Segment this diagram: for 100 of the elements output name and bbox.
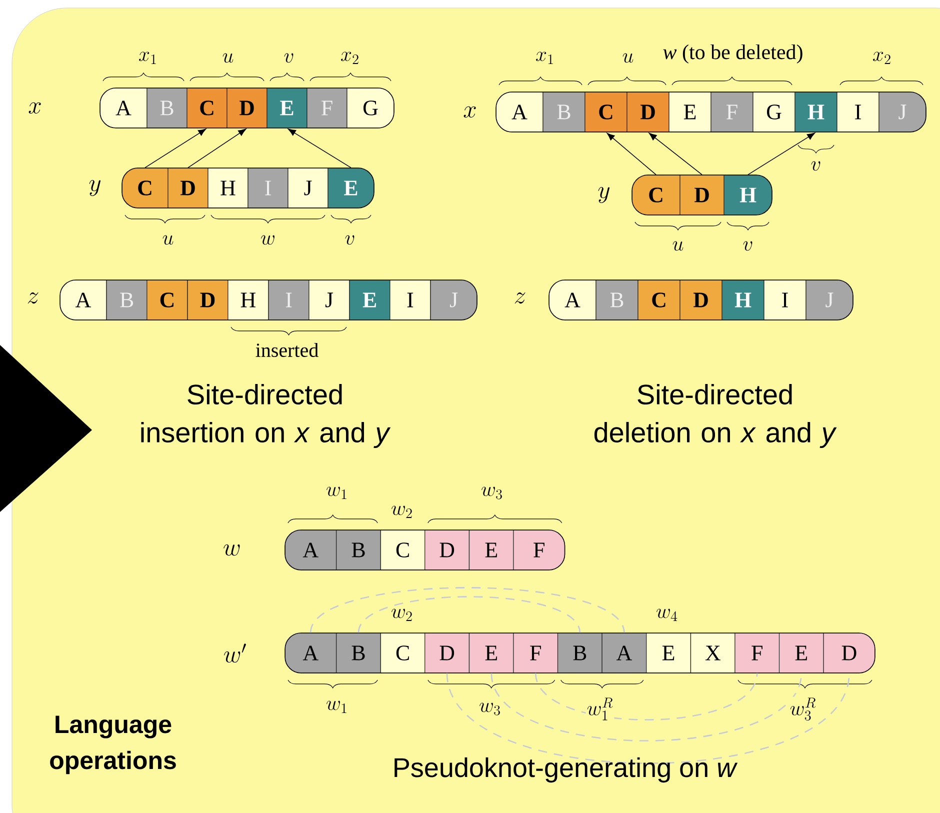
string-name: $z$ xyxy=(514,292,526,304)
brace-label: $u$ xyxy=(621,52,635,64)
letter-cell: C xyxy=(146,280,188,320)
letter-cell: F xyxy=(734,632,780,673)
dashed-arc xyxy=(490,673,802,742)
letter-cell: A xyxy=(60,280,107,320)
letter-cell: D xyxy=(187,280,228,320)
letter-cell: E xyxy=(349,280,390,320)
node-label: D xyxy=(440,646,454,660)
letter-cell: C xyxy=(186,88,228,128)
letter-cell: E xyxy=(468,632,514,673)
letter-cell: F xyxy=(513,632,558,673)
node-label: B xyxy=(573,646,586,660)
brace-label: $v$ xyxy=(742,240,754,252)
letter-cell: D xyxy=(823,632,875,673)
letter-cell: J xyxy=(430,280,477,320)
letter-cell: I xyxy=(764,280,806,320)
letter-cell: J xyxy=(806,280,853,320)
arrow xyxy=(288,128,352,168)
letter-cell: E xyxy=(778,632,824,673)
arrow xyxy=(188,128,246,168)
string-strip xyxy=(60,280,478,320)
letter-cell: F xyxy=(513,530,565,570)
letter-cell: J xyxy=(878,92,926,132)
string-strip xyxy=(100,88,394,128)
arrow xyxy=(606,132,656,176)
letter-cell: B xyxy=(106,280,148,320)
letter-cell: J xyxy=(288,168,328,208)
letter-cell: E xyxy=(266,88,308,128)
node-label: D xyxy=(440,542,454,558)
string-name: $z$ xyxy=(28,292,38,304)
string-name: $w$ xyxy=(224,544,240,556)
string-name: $x$ xyxy=(464,106,476,118)
letter-cell: G xyxy=(346,88,394,128)
dashed-arc xyxy=(310,587,625,633)
string-name: $x$ xyxy=(28,102,41,114)
letter-cell: B xyxy=(542,92,586,132)
string-strip xyxy=(284,632,876,674)
letter-cell: D xyxy=(424,632,470,673)
brace-label: $u$ xyxy=(671,240,685,252)
string-name: $y$ xyxy=(598,186,610,203)
arrow xyxy=(748,132,816,176)
letter-cell: I xyxy=(390,280,431,320)
section-title: Language operations xyxy=(50,716,176,774)
brace-label: $w_3^R$ xyxy=(788,696,818,722)
letter-cell: A xyxy=(100,88,148,128)
letter-cell: E xyxy=(328,168,374,208)
letter-cell: G xyxy=(752,92,796,132)
letter-cell: B xyxy=(336,530,381,570)
brace-label: inserted xyxy=(254,342,320,358)
letter-cell: D xyxy=(226,88,268,128)
string-strip xyxy=(284,530,566,570)
letter-cell: B xyxy=(596,280,638,320)
letter-cell: H xyxy=(794,92,838,132)
letter-cell: H xyxy=(208,168,248,208)
letter-cell: C xyxy=(584,92,628,132)
letter-cell: D xyxy=(626,92,670,132)
letter-cell: I xyxy=(836,92,880,132)
letter-cell: I xyxy=(248,168,288,208)
string-name: $w'$ xyxy=(224,644,246,663)
letter-cell: A xyxy=(549,280,596,320)
node-label: C xyxy=(160,292,174,308)
letter-cell: F xyxy=(306,88,348,128)
brace-label: $v$ xyxy=(282,52,296,64)
string-strip xyxy=(496,92,926,132)
letter-cell: E xyxy=(668,92,712,132)
letter-cell: I xyxy=(268,280,310,320)
letter-cell: C xyxy=(380,632,426,673)
letter-cell: A xyxy=(496,92,544,132)
letter-cell: A xyxy=(285,632,337,673)
letter-cell: A xyxy=(602,632,647,673)
brace-label: w (to be deleted) xyxy=(663,44,802,64)
letter-cell: A xyxy=(285,530,337,570)
brace-label: $w$ xyxy=(259,234,277,246)
brace-label: $u$ xyxy=(161,234,175,246)
letter-cell: D xyxy=(680,174,724,215)
letter-cell: C xyxy=(632,174,680,215)
letter-cell: H xyxy=(724,174,772,215)
letter-cell: H xyxy=(722,280,764,320)
string-name: $y$ xyxy=(89,180,100,196)
letter-cell: B xyxy=(146,88,188,128)
letter-cell: C xyxy=(380,530,426,570)
letter-cell: J xyxy=(308,280,350,320)
caption: Site-directed insertion on x and y xyxy=(141,384,391,448)
letter-cell: F xyxy=(710,92,754,132)
arrow xyxy=(648,132,702,176)
brace-label: $v$ xyxy=(344,234,356,246)
string-strip xyxy=(122,168,374,208)
dashed-arc xyxy=(534,673,758,720)
letter-cell: H xyxy=(228,280,269,320)
node-label: F xyxy=(752,646,762,660)
letter-cell: C xyxy=(638,280,680,320)
letter-cell: D xyxy=(168,168,208,208)
string-strip xyxy=(632,174,772,216)
letter-cell: C xyxy=(122,168,168,208)
letter-cell: D xyxy=(424,530,470,570)
letter-cell: X xyxy=(690,632,736,673)
letter-cell: B xyxy=(336,632,381,673)
caption: Site-directed deletion on x and y xyxy=(594,384,837,448)
arrow xyxy=(144,128,206,168)
